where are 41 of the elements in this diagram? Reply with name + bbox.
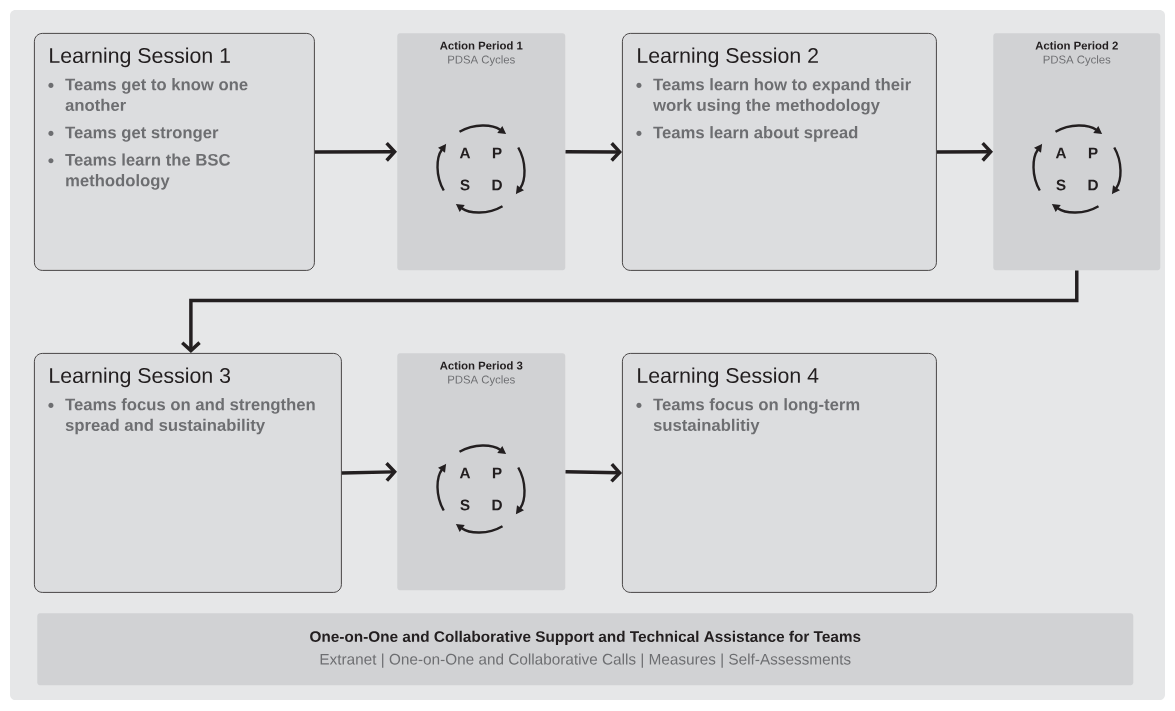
bullet-text: Teams learn the BSC methodology bbox=[65, 153, 231, 190]
session-box bbox=[34, 353, 342, 593]
cycle-letter: D bbox=[492, 499, 502, 511]
arrow bbox=[936, 141, 993, 162]
session-heading: Learning Session 4 bbox=[638, 367, 819, 388]
period-subheading: PDSA Cycles bbox=[448, 375, 515, 386]
cycle-letter: S bbox=[460, 499, 470, 511]
bullet-text: Teams focus on long-term sustainablitiy bbox=[653, 398, 860, 435]
period-heading: Action Period 2 bbox=[1035, 41, 1118, 50]
bullet-text: Teams get to know one another bbox=[65, 78, 248, 112]
session-heading: Learning Session 2 bbox=[638, 47, 818, 68]
session-heading: Learning Session 1 bbox=[50, 47, 230, 68]
period-heading: Action Period 1 bbox=[440, 41, 523, 50]
arrow bbox=[341, 462, 397, 482]
period-subheading: PDSA Cycles bbox=[1043, 55, 1111, 66]
cycle-letter: P bbox=[492, 467, 502, 479]
cycle-letter: S bbox=[1056, 179, 1066, 191]
period-heading: Action Period 3 bbox=[440, 361, 523, 370]
cycle-letter: D bbox=[1088, 179, 1098, 191]
bullet-text: Teams focus on and strengthen spread and sustainability bbox=[65, 398, 315, 435]
session-box bbox=[34, 33, 315, 271]
cycle-letter: P bbox=[492, 147, 502, 159]
session-box bbox=[622, 353, 937, 593]
arrow bbox=[565, 142, 622, 162]
session-box bbox=[622, 33, 937, 271]
arrow bbox=[314, 141, 397, 162]
cycle-letter: A bbox=[459, 467, 471, 479]
bullet-text: Teams learn how to expand their work using the methodology bbox=[653, 78, 911, 115]
support-list: Extranet | One-on-One and Collaborative Calls | Measures | Self-Assessments bbox=[320, 653, 851, 668]
arrow bbox=[565, 462, 622, 483]
period-subheading: PDSA Cycles bbox=[448, 55, 515, 66]
support-heading: One-on-One and Collaborative Support and Technical Assistance for Teams bbox=[310, 630, 861, 646]
cycle-letter: A bbox=[1055, 147, 1067, 159]
arrow bbox=[181, 270, 1079, 353]
cycle-letter: P bbox=[1088, 147, 1098, 159]
session-heading: Learning Session 3 bbox=[50, 367, 231, 388]
cycle-letter: A bbox=[459, 147, 471, 159]
bullet-text: Teams learn about spread bbox=[653, 126, 858, 142]
cycle-letter: S bbox=[460, 179, 470, 191]
bullet-text: Teams get stronger bbox=[65, 126, 219, 142]
cycle-letter: D bbox=[492, 179, 502, 191]
